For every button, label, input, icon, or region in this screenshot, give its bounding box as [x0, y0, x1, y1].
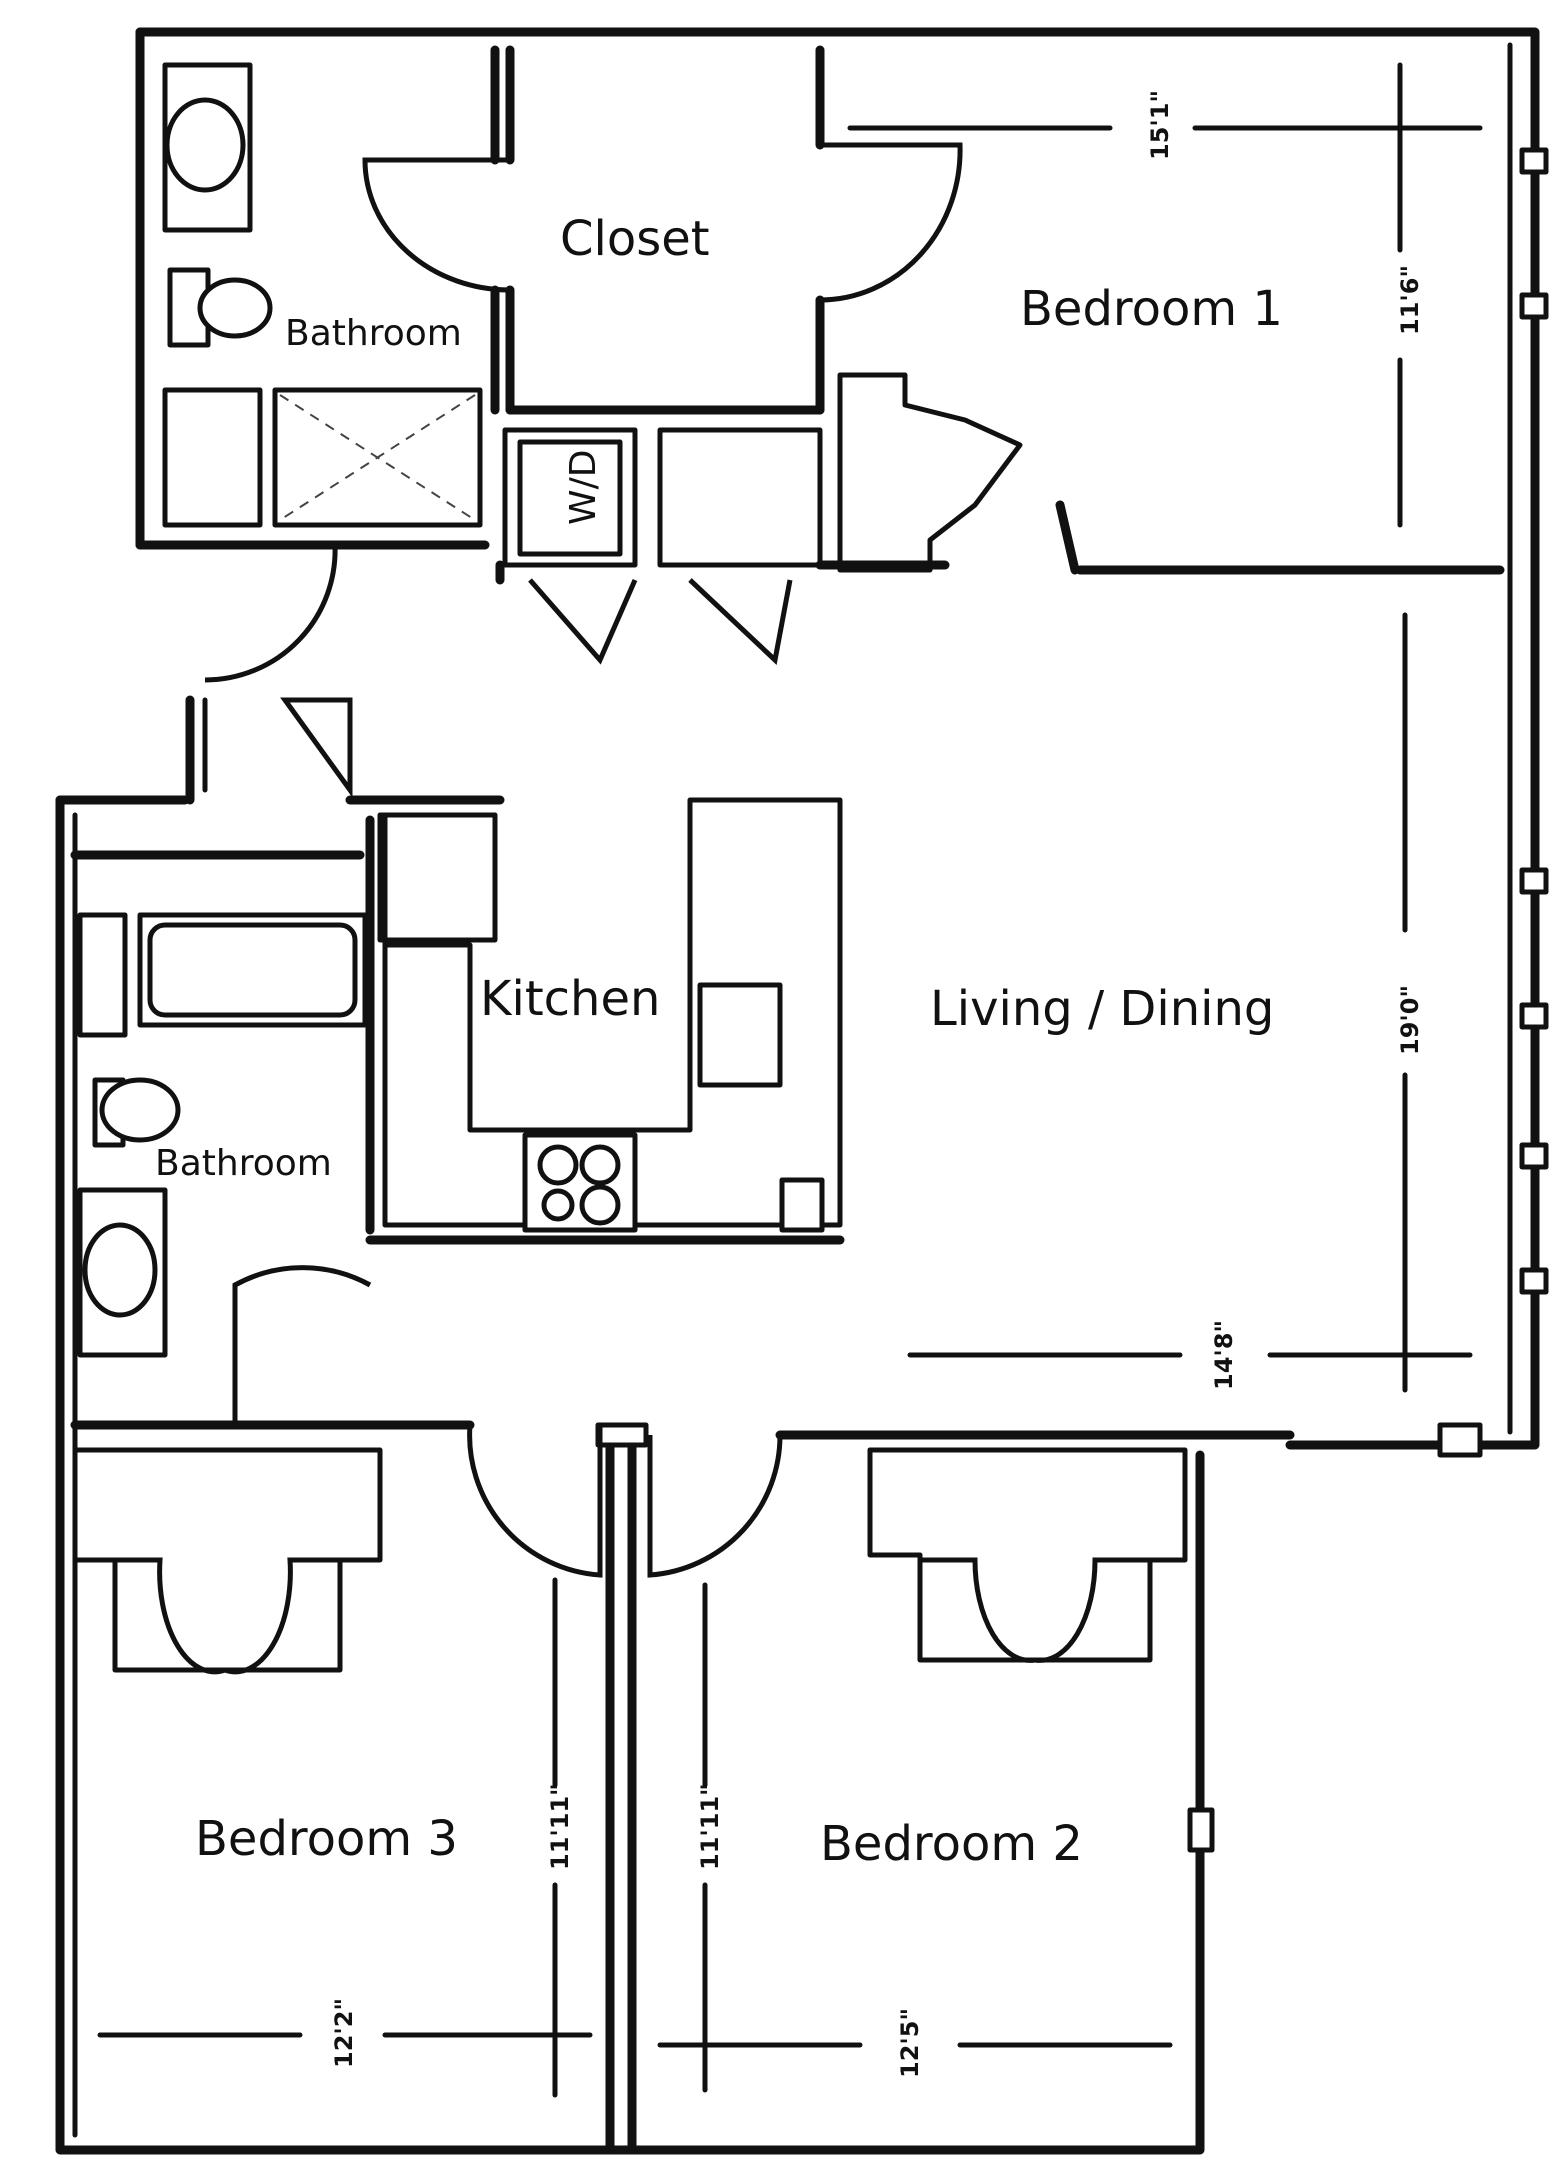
window-marks: [1187, 147, 1549, 1853]
dimension-lines: [97, 62, 1483, 2098]
bathroom-top: [135, 45, 500, 683]
bedroom2-depth-dim: 11'11": [696, 1783, 724, 1870]
kitchen-label: Kitchen: [480, 971, 660, 1027]
interior-partitions: [230, 1420, 1295, 2155]
bedroom2-label: Bedroom 2: [820, 1816, 1083, 1872]
bedroom1-depth-dim: 11'6": [1396, 265, 1424, 335]
living-width-dim: 14'8": [1210, 1320, 1238, 1390]
bedroom3-closet: [72, 1447, 383, 1675]
closet: [362, 45, 963, 415]
washer-dryer-label: W/D: [563, 450, 604, 525]
bedroom3-label: Bedroom 3: [195, 1811, 458, 1867]
bedroom2-width-dim: 12'5": [896, 2008, 924, 2078]
bathroom-top-label: Bathroom: [285, 313, 462, 354]
bedroom1-width-dim: 15'1": [1146, 90, 1174, 160]
bedroom2-closet: [867, 1447, 1188, 1663]
bathroom-left: [70, 850, 372, 1430]
bedroom1-closet: [837, 372, 1505, 575]
bedroom3-depth-dim: 11'11": [546, 1783, 574, 1870]
living-dining-label: Living / Dining: [930, 981, 1274, 1037]
bedroom3-width-dim: 12'2": [330, 1998, 358, 2068]
kitchen: [280, 697, 845, 1245]
exterior-walls: [55, 27, 1540, 2155]
bedroom1-label: Bedroom 1: [1020, 281, 1283, 337]
living-depth-dim: 19'0": [1396, 985, 1424, 1055]
closet-label: Closet: [560, 211, 710, 267]
bathroom-left-label: Bathroom: [155, 1143, 332, 1184]
laundry: [495, 427, 950, 665]
